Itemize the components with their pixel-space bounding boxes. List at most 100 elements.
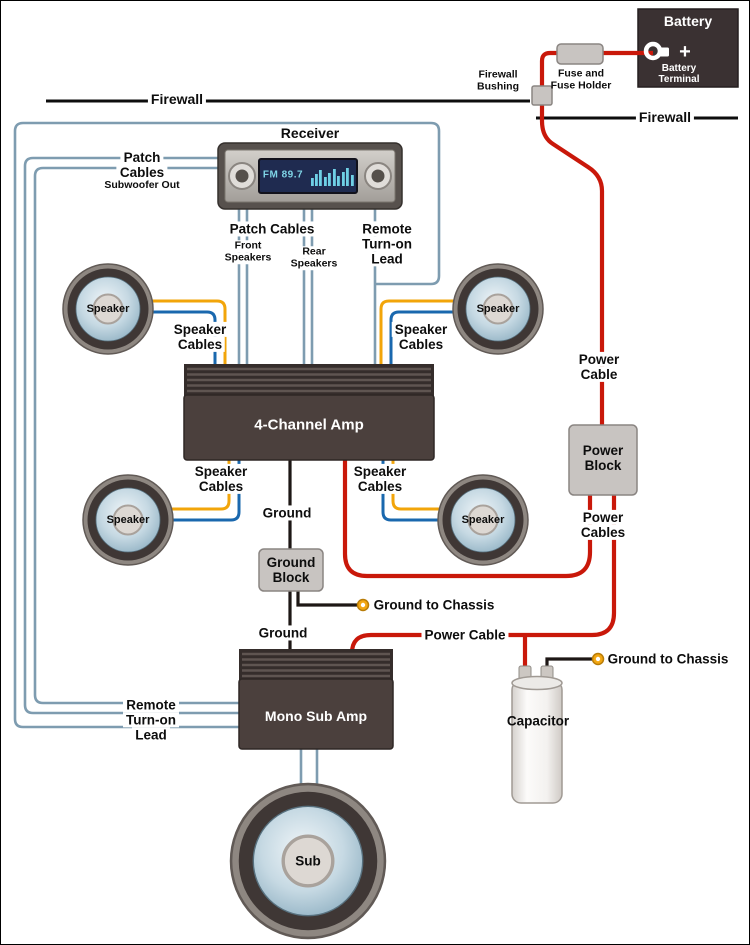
subwoofer-out-label: Patch Cables Subwoofer Out	[101, 150, 183, 192]
remote-turn-on-wire-mono	[13, 121, 441, 729]
firewall-bushing-label: Firewall Bushing	[477, 68, 519, 93]
mono-sub-amp	[238, 649, 394, 750]
label-line: Cables	[577, 525, 629, 541]
label-line: Fuse and	[557, 67, 605, 80]
ground-label-1: Ground	[259, 505, 315, 521]
label-line: Cables	[395, 337, 447, 353]
speaker-cables-label-rr: Speaker Cables	[350, 463, 410, 495]
ground-to-chassis-label-1: Ground to Chassis	[373, 597, 495, 613]
label-line: Speakers	[221, 251, 275, 264]
label-line: Patch	[120, 150, 164, 166]
power-cable-main	[539, 50, 653, 425]
ground-to-chassis-label-2: Ground to Chassis	[607, 651, 729, 667]
speaker-cables-label-fl: Speaker Cables	[170, 321, 230, 353]
ground-block	[258, 548, 324, 592]
label-line: Speaker	[350, 463, 410, 479]
mono-sub-amp-label: Mono Sub Amp	[264, 708, 368, 725]
label-line: Terminal	[658, 74, 700, 85]
receiver-label: Receiver	[280, 125, 340, 142]
speaker-wire-fl-neg	[131, 310, 217, 364]
label-line: Turn-on	[359, 236, 415, 252]
label-line: Speaker	[391, 321, 451, 337]
amp-4channel-label: 4-Channel Amp	[254, 416, 364, 434]
speaker-label: Speaker	[86, 302, 130, 315]
label-line: Power	[582, 442, 624, 458]
speaker-wire-rr-neg	[381, 460, 466, 522]
capacitor-label: Capacitor	[506, 713, 570, 729]
power-cable-label: Power Cable	[421, 627, 509, 643]
label-line: Block	[584, 458, 622, 473]
remote-turn-on-label-mono: Remote Turn-on Lead	[123, 697, 179, 743]
remote-turn-on-label: Remote Turn-on Lead	[359, 221, 415, 267]
volume-knob-icon	[228, 162, 256, 190]
battery-box	[637, 8, 739, 88]
label-line: Power	[579, 509, 627, 525]
ring-terminal-icon	[356, 598, 370, 612]
label-line: Cable	[577, 367, 621, 383]
ground-to-chassis-wire-2	[545, 657, 592, 671]
battery-plus-label: +	[679, 40, 691, 63]
label-line: Cables	[116, 165, 168, 181]
firewall-right-label: Firewall	[635, 109, 695, 126]
label-line: Speaker	[191, 463, 251, 479]
label-line: Cables	[195, 479, 247, 495]
power-cable-4ch	[342, 460, 593, 579]
fuse-holder	[556, 43, 604, 65]
label-line: Power	[575, 351, 623, 367]
label-line: Remote	[123, 697, 179, 713]
capacitor	[511, 665, 563, 804]
power-block	[568, 424, 638, 496]
label-line: Ground	[266, 554, 316, 570]
power-block-label: Power Block	[583, 443, 624, 473]
power-cables-label: Power Cables	[577, 509, 629, 541]
label-line: Remote	[359, 221, 415, 237]
battery-terminal-label: Battery Terminal	[659, 63, 700, 85]
tuner-knob-icon	[364, 162, 392, 190]
ground-to-chassis-wire-1	[296, 587, 357, 607]
ground-label-2: Ground	[255, 625, 311, 641]
ground-block-label: Ground Block	[267, 555, 316, 585]
receiver	[217, 142, 403, 210]
label-line: Lead	[132, 727, 170, 743]
speaker-cables-label-fr: Speaker Cables	[391, 321, 451, 353]
radio-display-text: FM 89.7	[262, 169, 304, 181]
speaker-label: Speaker	[476, 302, 520, 315]
firewall-left-label: Firewall	[147, 91, 207, 108]
label-line: Firewall	[478, 68, 518, 81]
amp-4channel	[183, 364, 435, 461]
label-line: Battery	[661, 62, 697, 74]
label-line: Turn-on	[123, 712, 179, 728]
firewall-bushing	[531, 85, 553, 106]
fuse-holder-label: Fuse and Fuse Holder	[550, 67, 612, 92]
rear-speakers-label: Rear Speakers	[287, 245, 341, 270]
label-line: Front	[231, 239, 265, 252]
speaker-wire-rr-pos	[391, 460, 466, 511]
label-line: Lead	[368, 251, 406, 267]
battery-label: Battery	[663, 13, 713, 30]
label-line: Fuse Holder	[550, 79, 612, 91]
subwoofer-patch-cable-2	[33, 166, 246, 705]
label-line: Bushing	[477, 80, 519, 92]
speaker-wire-fr-neg	[389, 310, 466, 364]
speaker-wire-rl-neg	[146, 460, 241, 522]
speaker-wire-rl-pos	[146, 460, 231, 511]
speaker-label: Speaker	[461, 513, 505, 526]
speaker-label: Speaker	[106, 513, 150, 526]
label-line: Speakers	[287, 257, 341, 270]
label-line: Rear	[299, 245, 329, 258]
label-line: Subwoofer Out	[101, 179, 183, 192]
label-line: Cables	[354, 479, 406, 495]
subwoofer-label: Sub	[295, 853, 321, 869]
label-line: Block	[272, 570, 310, 585]
battery-terminal-icon	[643, 41, 669, 61]
front-speakers-label: Front Speakers	[221, 239, 275, 264]
radio-display	[258, 158, 358, 194]
ring-terminal-icon	[591, 652, 605, 666]
speaker-cables-label-rl: Speaker Cables	[191, 463, 251, 495]
power-cable-vertical-label: Power Cable	[575, 351, 623, 383]
patch-cables-label: Patch Cables	[226, 221, 318, 237]
speaker-wire-fl-pos	[131, 299, 227, 364]
subwoofer-patch-cable-1	[23, 156, 246, 715]
